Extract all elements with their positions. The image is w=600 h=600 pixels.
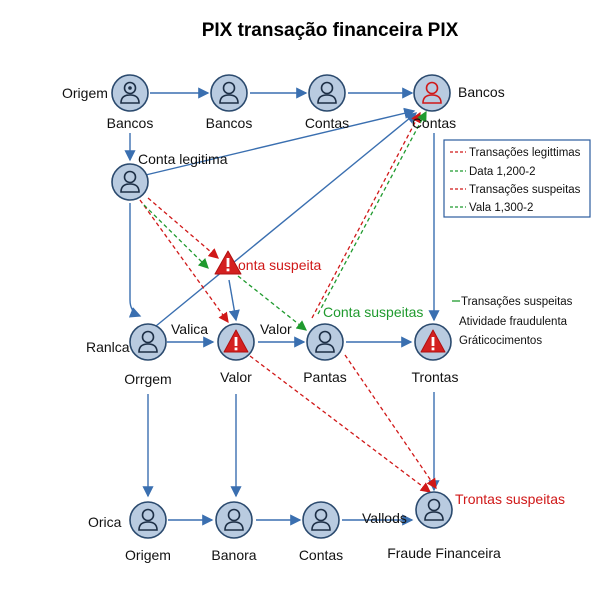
label-bancos-1: Bancos [107,115,154,131]
legend-item: Vala 1,300-2 [469,202,533,214]
user-icon[interactable] [129,323,167,361]
edge-green-pantas-contas [317,110,427,315]
label-valica: Valica [171,321,208,337]
side-note: Gráticocimentos [459,335,542,347]
user-icon[interactable] [415,491,453,529]
label-vallods: Vallods [362,510,407,526]
alert-icon[interactable] [414,323,452,361]
edge-green-legit-suspeita [143,204,209,269]
user-icon[interactable] [111,163,149,201]
label-fraude: Fraude Financeira [387,545,501,561]
user-icon[interactable] [308,74,346,112]
legend-item: Data 1,200-2 [469,166,536,178]
edge-red-valor-fraude [249,355,432,493]
label-bancos-2: Bancos [206,115,253,131]
label-trontas: Trontas [412,369,459,385]
label-banora: Banora [211,547,256,563]
label-contas-right: Contas [412,115,456,131]
user-icon[interactable] [210,74,248,112]
side-note: Atividade fraudulenta [459,316,568,328]
user-icon[interactable] [215,501,253,539]
label-orrgem: Orrgem [124,371,171,387]
legend: Transações legittimas Data 1,200-2 Trans… [443,139,591,218]
label-valor-edge: Valor [260,321,292,337]
edge-red-pantas-fraude [344,354,437,490]
label-trontas-suspeitas: Trontas suspeitas [455,491,565,507]
alert-icon[interactable] [217,323,255,361]
diagram-title: PIX transação financeira PIX [202,20,459,41]
label-orica: Orica [88,514,122,530]
label-conta-suspeitas: Conta suspeitas [323,304,423,320]
user-icon[interactable] [306,323,344,361]
label-origem-bottom: Origem [125,547,171,563]
label-ranlca: Ranlca [86,339,130,355]
legend-item: Transações legittimas [469,147,581,159]
edge-orrgem-contas [155,112,418,327]
label-conta-legitima: Conta legitima [138,151,228,167]
label-contas-top: Contas [305,115,349,131]
side-note: Transações suspeitas [461,296,573,308]
edge-legit-contas [132,107,416,179]
label-bancos-right: Bancos [458,84,505,100]
edge-suspeita-valor [228,279,240,322]
edge-legit-orrgem [128,203,142,318]
label-contas-bottom: Contas [299,547,343,563]
label-valor-node: Valor [220,369,252,385]
label-conta-suspeita: onta suspeita [238,257,321,273]
legend-item: Transações suspeitas [469,184,581,196]
edge-red-pantas-contas [311,111,421,319]
label-origem-top: Origem [62,85,108,101]
edge-red-legit-suspeita [147,197,219,259]
alert-icon[interactable] [214,250,242,275]
label-pantas: Pantas [303,369,347,385]
user-icon[interactable] [129,501,167,539]
user-alert-icon[interactable] [413,74,451,112]
edge-green-suspeita-pantas [237,275,308,331]
user-icon[interactable] [111,74,149,112]
user-icon[interactable] [302,501,340,539]
origem-dot-icon [128,86,132,90]
side-notes: Transações suspeitas Atividade fraudulen… [452,296,573,347]
